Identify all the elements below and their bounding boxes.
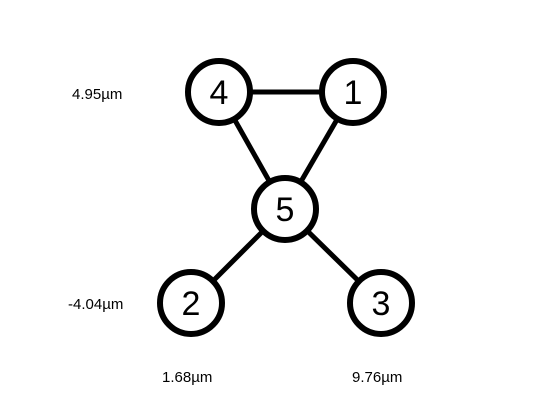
- node-circle-4: [185, 58, 253, 126]
- x-axis-label-left: 1.68µm: [162, 369, 212, 386]
- x-axis-label-right: 9.76µm: [352, 369, 402, 386]
- node-label-1: 1: [344, 74, 363, 112]
- node-label-4: 4: [210, 74, 229, 112]
- node-circle-3: [347, 269, 415, 337]
- node-circle-1: [319, 58, 387, 126]
- node-5: 5: [251, 175, 319, 243]
- node-circle-5: [251, 175, 319, 243]
- y-axis-label-bottom: -4.04µm: [68, 296, 123, 313]
- node-label-3: 3: [372, 285, 391, 323]
- node-2: 2: [157, 269, 225, 337]
- node-label-5: 5: [276, 191, 295, 229]
- nodes-layer: 4 1 5 2 3: [157, 58, 415, 337]
- node-4: 4: [185, 58, 253, 126]
- node-3: 3: [347, 269, 415, 337]
- node-circle-2: [157, 269, 225, 337]
- node-label-2: 2: [182, 285, 201, 323]
- node-1: 1: [319, 58, 387, 126]
- y-axis-label-top: 4.95µm: [72, 86, 122, 103]
